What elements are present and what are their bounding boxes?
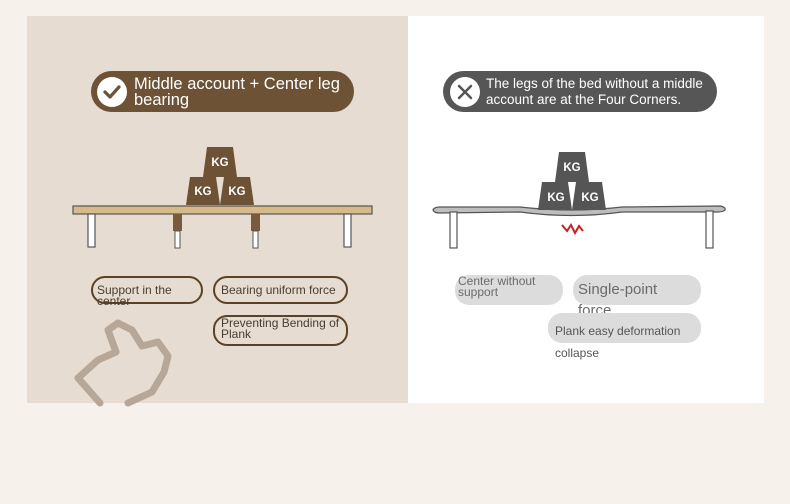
tag-label: Center without support [458, 274, 536, 299]
left-header-text: Middle account + Center leg bearing [134, 74, 340, 109]
tag-support-center [91, 276, 203, 304]
right-leg [705, 210, 714, 249]
left-leg [87, 213, 96, 248]
tag-plank-deformation [548, 313, 701, 343]
center-support [173, 214, 182, 231]
tag-label: Support in the center [97, 283, 172, 308]
right-plank [432, 205, 726, 217]
thumbs-up-icon [74, 319, 172, 407]
left-leg [343, 213, 352, 248]
left-header: Middle account + Center leg bearing [91, 71, 354, 112]
weight-block [220, 177, 254, 205]
weight-label: KG [581, 192, 598, 204]
tag-single-point [573, 275, 701, 305]
weight-label: KG [547, 192, 564, 204]
right-leg [449, 211, 458, 249]
right-bed [432, 205, 726, 249]
weight-block [538, 182, 572, 210]
weight-label: KG [194, 186, 211, 198]
right-header-text: The legs of the bed without a middle acc… [486, 75, 703, 107]
tag-uniform-force [213, 276, 348, 304]
weight-block [555, 152, 589, 182]
left-bed [72, 205, 373, 249]
right-weights: KG KG KG [538, 152, 606, 210]
tag-no-center-support [455, 275, 563, 305]
crack-warning-icon [561, 223, 584, 236]
weight-label: KG [228, 186, 245, 198]
tag-label: Plank easy deformation collapse [555, 324, 681, 360]
tag-prevent-bending [213, 315, 348, 346]
weight-label: KG [563, 162, 580, 174]
close-icon [450, 76, 480, 107]
right-header: The legs of the bed without a middle acc… [443, 71, 717, 112]
tag-label: Bearing uniform force [221, 283, 336, 297]
center-leg [252, 230, 259, 249]
left-weights: KG KG KG [186, 147, 254, 205]
weight-block [572, 182, 606, 210]
weight-block [203, 147, 237, 177]
left-plank [72, 205, 373, 215]
center-support [251, 214, 260, 231]
check-icon [97, 76, 127, 107]
weight-block [186, 177, 220, 205]
center-leg [174, 230, 181, 249]
weight-label: KG [211, 157, 228, 169]
tag-label: Preventing Bending of Plank [221, 316, 340, 341]
